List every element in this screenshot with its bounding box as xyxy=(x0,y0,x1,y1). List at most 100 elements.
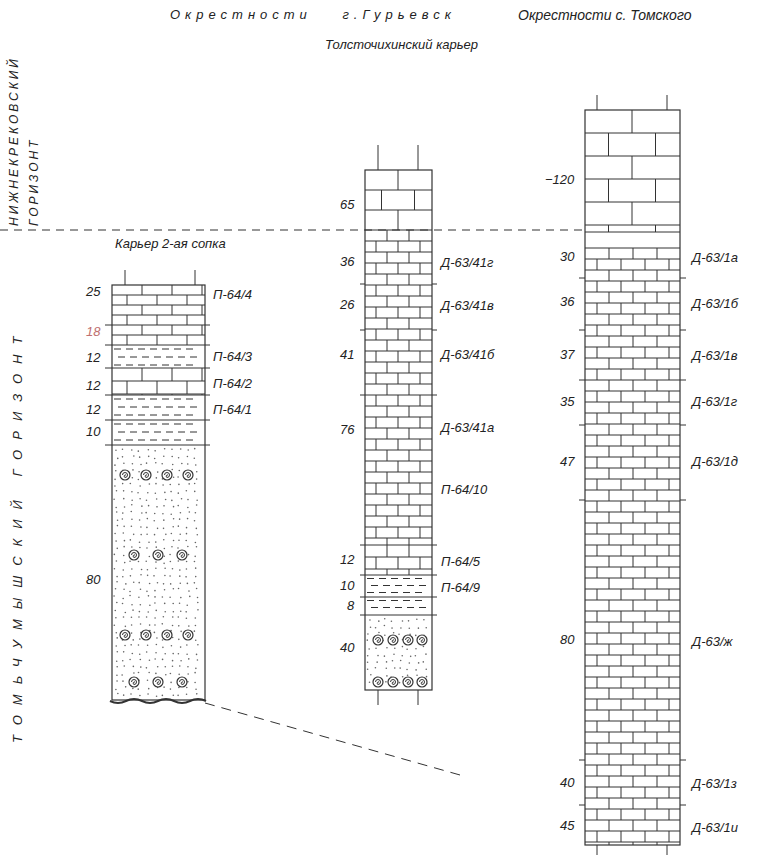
sample-number: П-64/1 xyxy=(213,402,252,418)
sandstone-dot xyxy=(121,674,123,676)
limestone-joint xyxy=(142,305,143,315)
sandstone-dot xyxy=(113,595,115,597)
sandstone-dot xyxy=(138,616,140,618)
sandstone-dot xyxy=(173,588,175,590)
sandstone-dot xyxy=(133,455,135,457)
sandstone-dot xyxy=(171,500,173,502)
limestone-joint xyxy=(387,384,388,395)
shale-dash xyxy=(130,357,137,358)
sandstone-dot xyxy=(162,513,164,515)
limestone-joint xyxy=(376,329,377,340)
thickness-number: 12 xyxy=(86,402,100,418)
limestone-joint xyxy=(420,439,421,450)
limestone-joint xyxy=(645,809,646,820)
limestone-joint xyxy=(669,347,670,358)
limestone-joint xyxy=(633,468,634,479)
limestone-joint xyxy=(398,351,399,362)
limestone-joint xyxy=(387,494,388,505)
sandstone-dot xyxy=(188,625,190,627)
shale-dash xyxy=(186,365,193,366)
sandstone-dot xyxy=(385,681,387,683)
limestone-joint xyxy=(387,569,388,575)
sandstone-dot xyxy=(123,490,125,492)
limestone-joint xyxy=(387,230,388,241)
sandstone-dot xyxy=(148,541,150,543)
limestone-bedding xyxy=(112,394,205,395)
sandstone-dot xyxy=(172,526,174,528)
limestone-joint xyxy=(387,252,388,263)
location-heading: Окрестности г.Гурьевск xyxy=(170,7,456,23)
limestone-joint xyxy=(387,340,388,351)
limestone-joint xyxy=(609,710,610,721)
sandstone-dot xyxy=(157,666,159,668)
limestone-joint xyxy=(621,281,622,292)
limestone-joint xyxy=(202,368,203,381)
shale-dash xyxy=(186,349,193,350)
limestone-joint xyxy=(621,699,622,710)
sandstone-dot xyxy=(131,568,133,570)
layer-boundary xyxy=(112,368,205,369)
limestone-joint xyxy=(621,611,622,622)
sandstone-dot xyxy=(146,462,148,464)
limestone-joint xyxy=(376,373,377,384)
boundary-tick xyxy=(360,395,365,396)
sandstone-dot xyxy=(179,602,181,604)
limestone-joint xyxy=(376,307,377,318)
shale-dash xyxy=(190,357,197,358)
thickness-number: 40 xyxy=(560,775,574,791)
sandstone-dot xyxy=(129,659,131,661)
sandstone-dot xyxy=(178,484,180,486)
sandstone-dot xyxy=(117,651,119,653)
limestone-joint xyxy=(157,295,158,305)
sandstone-dot xyxy=(131,499,133,501)
limestone-joint xyxy=(202,325,203,335)
sandstone-dot xyxy=(155,546,157,548)
sandstone-dot xyxy=(186,617,188,619)
sandstone-dot xyxy=(163,686,165,688)
shale-dash xyxy=(162,424,169,425)
sandstone-dot xyxy=(186,533,188,535)
shale-dash xyxy=(190,432,197,433)
sandstone-dot xyxy=(406,669,408,671)
limestone-joint xyxy=(621,391,622,402)
limestone-joint xyxy=(669,501,670,512)
shale-dash xyxy=(403,578,410,579)
sandstone-dot xyxy=(125,686,127,688)
boundary-tick xyxy=(680,500,686,501)
limestone-joint xyxy=(633,248,634,259)
limestone-joint xyxy=(398,461,399,472)
sandstone-dot xyxy=(180,646,182,648)
sandstone-dot xyxy=(139,498,141,500)
limestone-joint xyxy=(645,677,646,688)
sandstone-dot xyxy=(425,668,427,670)
sandstone-dot xyxy=(154,632,156,634)
sandstone-dot xyxy=(180,631,182,633)
limestone-bedding xyxy=(112,315,205,316)
limestone-joint xyxy=(621,721,622,732)
sandstone-dot xyxy=(140,588,142,590)
sandstone-dot xyxy=(186,568,188,570)
shale-dash xyxy=(407,607,414,608)
fossil-symbol xyxy=(129,677,139,687)
boundary-tick xyxy=(579,500,585,501)
sandstone-dot xyxy=(173,518,175,520)
limestone-joint xyxy=(655,133,656,156)
horizon-boundary xyxy=(0,229,585,230)
sandstone-dot xyxy=(178,525,180,527)
sandstone-dot xyxy=(115,507,117,509)
sample-number: Д-63/1д xyxy=(692,454,738,470)
shale-dash xyxy=(138,440,145,441)
sandstone-dot xyxy=(410,656,412,658)
sample-number: Д-63/1в xyxy=(692,348,738,364)
limestone-joint xyxy=(398,395,399,406)
limestone-joint xyxy=(376,527,377,538)
sandstone-dot xyxy=(386,661,388,663)
sandstone-dot xyxy=(186,561,188,563)
sandstone-dot xyxy=(187,546,189,548)
sample-number: Д-63/41г xyxy=(441,255,493,271)
limestone-joint xyxy=(621,259,622,270)
thickness-number: 76 xyxy=(340,422,354,438)
shale-dash xyxy=(118,357,125,358)
sandstone-dot xyxy=(140,623,142,625)
limestone-joint xyxy=(632,110,633,133)
